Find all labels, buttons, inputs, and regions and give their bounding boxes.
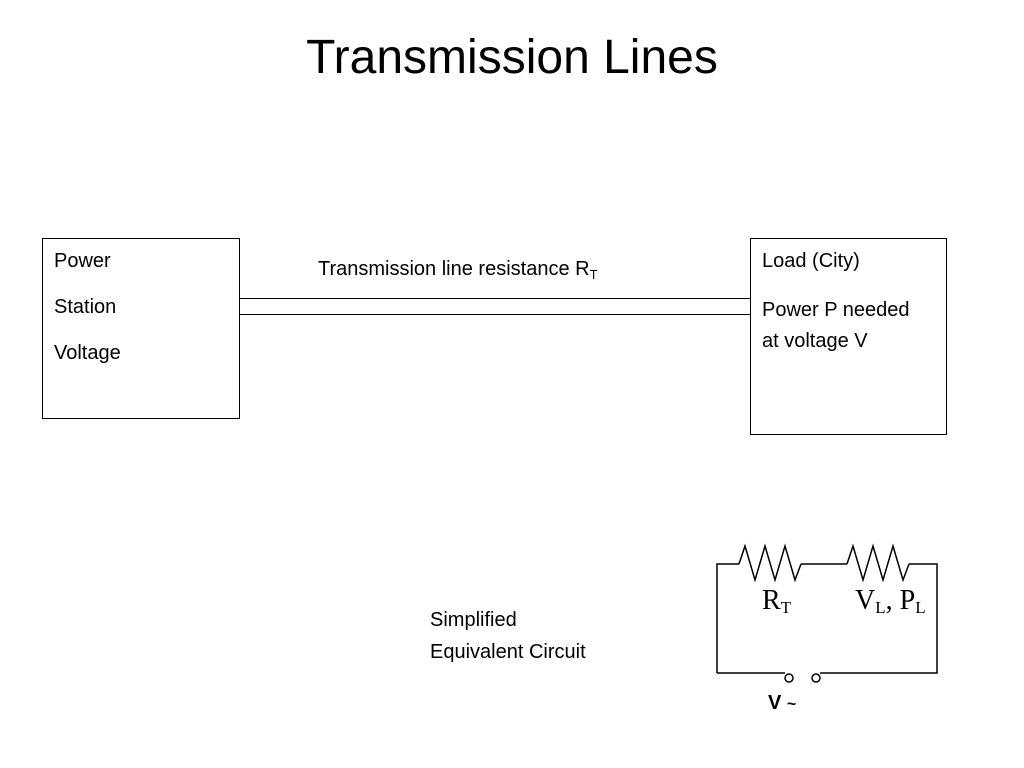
- circuit-caption-line-1: Simplified: [430, 609, 517, 631]
- equivalent-circuit: [716, 543, 938, 683]
- source-terminal-right-icon: [811, 673, 821, 683]
- power-station-line-2: Station: [54, 296, 117, 318]
- load-description: Power P needed at voltage V: [762, 299, 910, 352]
- circuit-caption: Simplified Equivalent Circuit: [430, 604, 586, 668]
- circuit-right-wire: [820, 563, 938, 674]
- source-label: V ~: [768, 692, 796, 715]
- transmission-line-bottom-wire: [240, 314, 750, 315]
- ac-source-icon: ~: [786, 696, 797, 713]
- load-power-symbol: P: [899, 585, 916, 616]
- power-station-line-1: Power: [54, 250, 111, 272]
- page-title: Transmission Lines: [306, 31, 718, 84]
- circuit-caption-line-2: Equivalent Circuit: [430, 641, 586, 663]
- transmission-line-label-sub: T: [589, 267, 598, 282]
- load-voltage-symbol: V: [855, 585, 876, 616]
- circuit-left-wire: [716, 563, 739, 673]
- power-station-box: Power Station Voltage: [42, 238, 240, 419]
- load-power-sub: L: [915, 598, 926, 617]
- load-resistor-label: VL, PL: [855, 585, 926, 617]
- resistor-rt-symbol: R: [762, 585, 781, 616]
- load-title: Load (City): [762, 250, 860, 272]
- transmission-line-label-text: Transmission line resistance R: [318, 258, 590, 280]
- resistor-vl-icon: [846, 543, 910, 583]
- transmission-line-label: Transmission line resistance RT: [318, 256, 598, 282]
- source-terminal-left-icon: [784, 673, 794, 683]
- power-station-line-3: Voltage: [54, 342, 121, 364]
- resistor-rt-sub: T: [780, 598, 792, 617]
- resistor-rt-icon: [738, 543, 802, 583]
- resistor-rt-label: RT: [762, 585, 792, 617]
- load-voltage-sub: L: [875, 598, 886, 617]
- load-label-separator: ,: [885, 585, 900, 616]
- source-symbol: V: [768, 692, 782, 714]
- transmission-line-top-wire: [240, 298, 750, 299]
- load-box: Load (City) Power P needed at voltage V: [750, 238, 947, 435]
